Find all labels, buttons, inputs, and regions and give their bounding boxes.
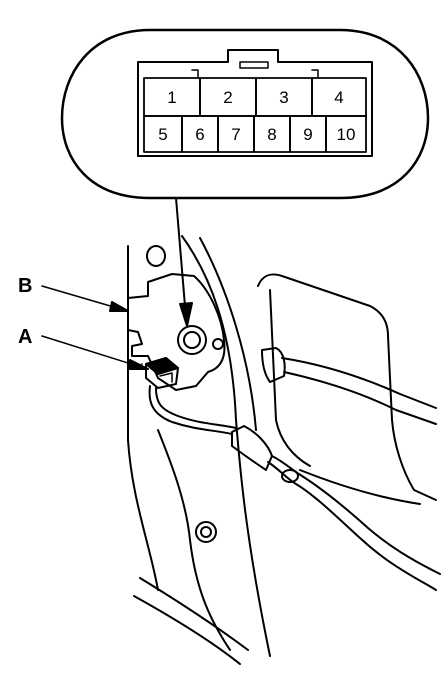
connector-key-right — [311, 69, 319, 79]
connector-pin-grid — [143, 77, 367, 153]
door-harness-upper — [281, 357, 437, 409]
pillar-back-edge — [199, 237, 257, 431]
lower-bolt — [200, 526, 212, 538]
connector-socket — [183, 331, 201, 349]
connector-lock-tab — [239, 61, 269, 69]
connector-socket-ring — [177, 325, 207, 355]
pin-label-4: 4 — [334, 88, 343, 107]
door-grommet — [261, 347, 286, 383]
pin-label-8: 8 — [267, 125, 276, 144]
callout-a-leader — [41, 335, 145, 369]
plug-latch — [159, 372, 173, 383]
callout-a-arrowhead — [127, 359, 149, 370]
wire-harness-main-2 — [155, 387, 237, 429]
door-panel-inner-line — [269, 289, 311, 467]
pin-label-1: 1 — [167, 88, 176, 107]
sill-edge-2 — [139, 577, 249, 651]
pin-label-5: 5 — [158, 125, 167, 144]
callout-b-arrowhead — [109, 301, 129, 312]
pin-label-6: 6 — [195, 125, 204, 144]
sill-edge — [133, 595, 241, 665]
connector-key-left — [191, 69, 199, 79]
callout-a-label: A — [18, 326, 32, 348]
wire-to-grommet — [267, 461, 437, 591]
wire-to-grommet-2 — [271, 455, 441, 575]
pillar-upper-hole — [146, 245, 166, 267]
pillar-inner-edge — [181, 235, 271, 657]
lower-bolt-ring — [195, 521, 217, 543]
pin-label-9: 9 — [303, 125, 312, 144]
pin-label-3: 3 — [279, 88, 288, 107]
plug-top-face — [145, 357, 179, 375]
connector-housing — [137, 49, 373, 157]
mounting-bracket — [127, 273, 226, 391]
connector-detail-bubble — [60, 28, 430, 200]
bracket-bolt-hole — [212, 338, 224, 350]
pin-label-2: 2 — [223, 88, 232, 107]
pin-label-7: 7 — [231, 125, 240, 144]
pillar-outer-edge — [127, 245, 159, 591]
detail-pointer-arrowhead — [179, 302, 193, 327]
wire-harness-main — [148, 385, 233, 435]
pin-labels: 1 2 3 4 5 6 7 8 9 10 — [158, 88, 355, 144]
detail-pointer-line — [175, 197, 187, 319]
door-harness-lower — [283, 371, 437, 425]
door-panel-lower — [299, 469, 421, 505]
pin-label-10: 10 — [337, 125, 356, 144]
callout-b-label: B — [18, 275, 32, 297]
lower-pillar-edge — [157, 429, 231, 651]
wire-clip — [281, 469, 299, 483]
door-inner-panel — [257, 273, 437, 501]
